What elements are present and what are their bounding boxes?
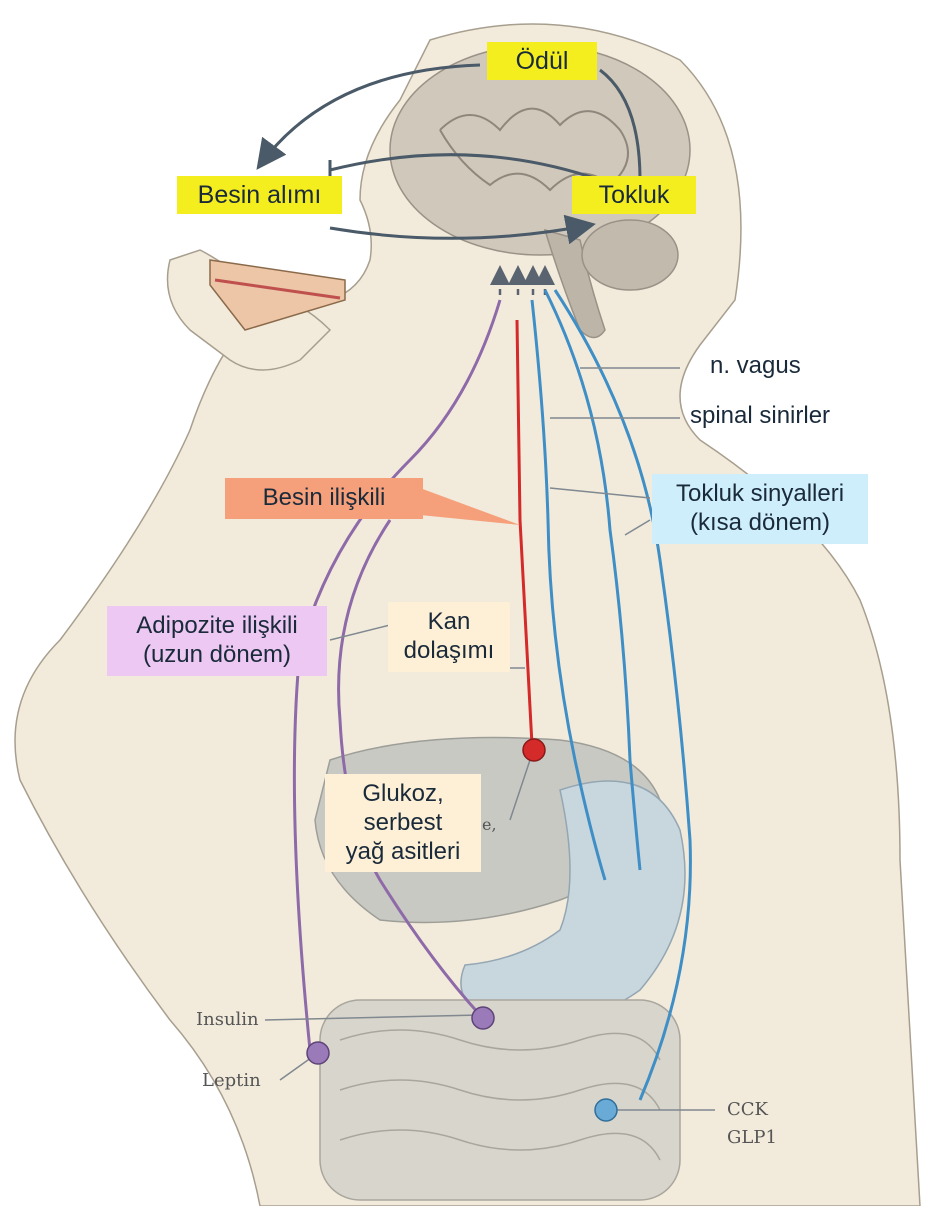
label-glp1: GLP1 [727,1127,777,1149]
adiposity-line2: (uzun dönem) [117,641,317,670]
intestines [320,1000,680,1200]
satiety-signals-line1: Tokluk sinyalleri [662,480,858,509]
label-reward: Ödül [487,42,597,80]
cerebellum [582,220,678,290]
label-satiety-signals: Tokluk sinyalleri (kısa dönem) [652,474,868,544]
satiety-signals-line2: (kısa dönem) [662,509,858,538]
glucose-line1: Glukoz, [335,780,471,809]
label-glucose-ffa: Glukoz, serbest yağ asitleri [325,774,481,872]
circulation-line1: Kan [398,608,500,637]
insulin-node [472,1007,494,1029]
label-leptin: Leptin [202,1070,261,1092]
adiposity-line1: Adipozite ilişkili [117,612,317,641]
label-vagus: n. vagus [710,352,801,381]
cck-node [595,1099,617,1121]
circulation-line2: dolaşımı [398,637,500,666]
glucose-line3: yağ asitleri [335,838,471,867]
label-insulin: Insulin [196,1009,259,1031]
leptin-node [307,1042,329,1064]
label-food-related: Besin ilişkili [225,478,423,519]
blood-node [523,739,545,761]
label-cck: CCK [727,1099,768,1121]
label-spinal-nerves: spinal sinirler [690,402,830,431]
label-satiety: Tokluk [572,176,696,214]
label-circulation: Kan dolaşımı [388,602,510,672]
label-food-intake: Besin alımı [177,176,342,214]
label-adiposity: Adipozite ilişkili (uzun dönem) [107,606,327,676]
glucose-line2: serbest [335,809,471,838]
label-fragment: e, [482,815,497,834]
